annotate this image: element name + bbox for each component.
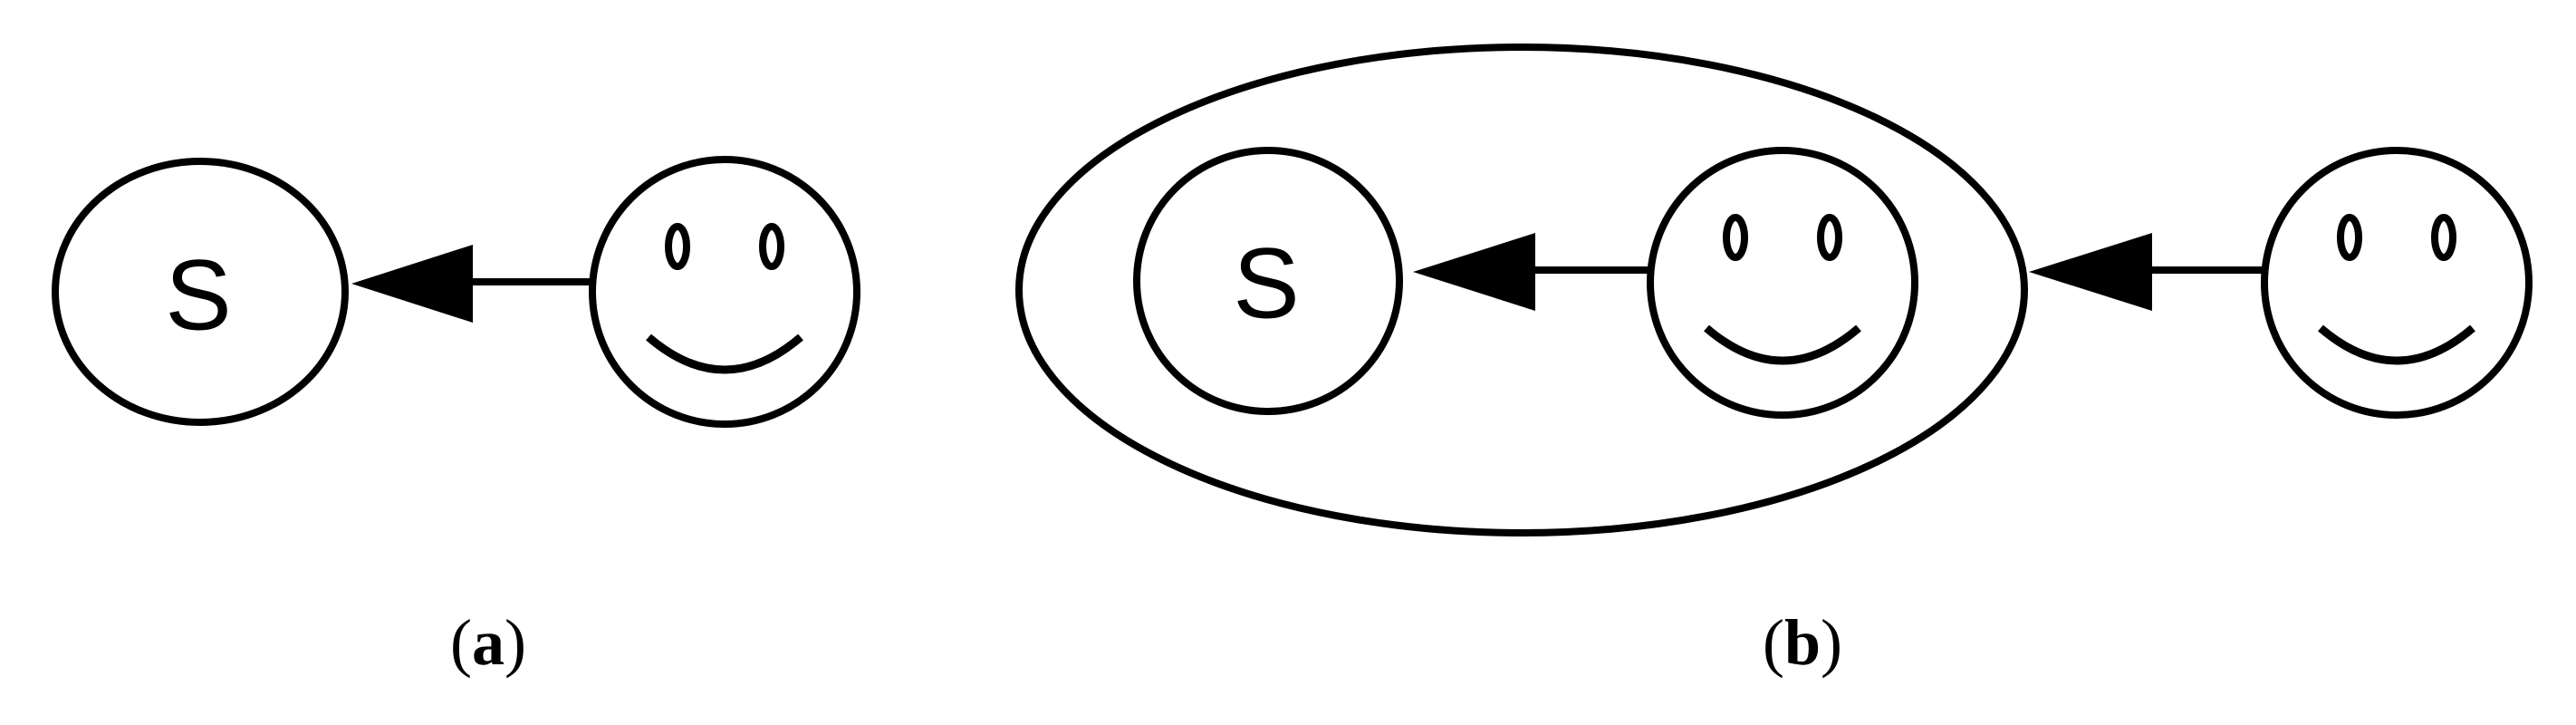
smiley-face-icon: [2264, 150, 2529, 415]
arrowhead-icon: [351, 245, 473, 323]
panel-b-s-node: S: [1133, 147, 1403, 415]
panel-b-edge-agent-to-s: [1413, 233, 1651, 311]
panel-a: S: [52, 158, 857, 426]
s-node-ellipse: [1133, 147, 1403, 415]
caption-a-close: ): [505, 606, 526, 679]
arrowhead-icon: [1413, 233, 1535, 311]
panel-a-s-node: S: [52, 158, 349, 426]
panel-b-outer-agent-node: [2264, 150, 2529, 415]
caption-b: (b): [1763, 605, 1842, 696]
group-ellipse: [1015, 44, 2028, 536]
caption-b-close: ): [1821, 606, 1843, 679]
panel-a-agent-node: [592, 160, 857, 424]
caption-b-open: (: [1762, 606, 1784, 679]
arrowhead-icon: [2029, 233, 2152, 311]
smiley-face-icon: [592, 160, 857, 424]
panel-a-edge-agent-to-s: [351, 245, 591, 323]
panel-b-inner-agent-node: [1650, 150, 1915, 415]
panel-b: S: [1015, 44, 2529, 536]
s-node-label: S: [165, 240, 231, 352]
caption-a-letter: a: [472, 606, 505, 679]
caption-a-open: (: [450, 606, 472, 679]
s-node-label: S: [1233, 228, 1299, 340]
caption-b-letter: b: [1783, 606, 1821, 679]
caption-a: (a): [450, 605, 526, 696]
s-node-ellipse: [52, 158, 349, 426]
panel-b-edge-outer-agent-to-group: [2029, 233, 2266, 311]
smiley-face-icon: [1650, 150, 1915, 415]
